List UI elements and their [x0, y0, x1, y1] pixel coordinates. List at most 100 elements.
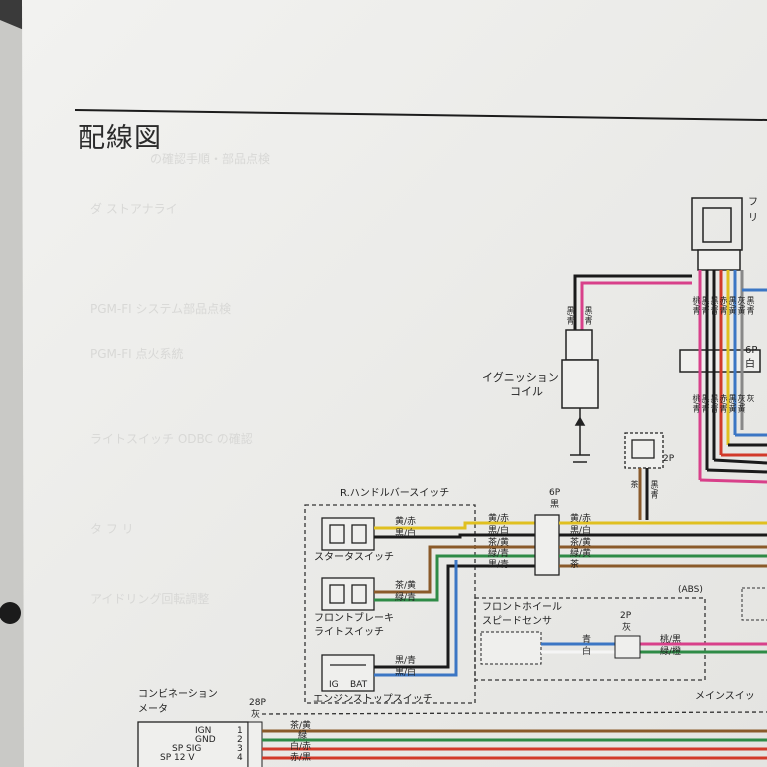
connector-6p-label: 6P [745, 345, 758, 356]
lower-conn-label-3: 黒/青 [710, 394, 719, 413]
conn-right-label-5: 茶 [570, 560, 580, 570]
lower-conn-label-7: 灰 [746, 394, 755, 402]
connector-right-wires [559, 521, 767, 568]
meter-pin-num-1: 1 [237, 726, 243, 736]
meter-wire-4: 赤/黒 [290, 753, 312, 763]
conn-left-label-3: 茶/黄 [488, 538, 510, 548]
handlebar-6p-connector [534, 514, 560, 576]
conn-left-label-4: 緑/青 [488, 549, 510, 559]
meter-pin-num-3: 3 [237, 744, 243, 754]
meter-box [137, 721, 249, 767]
conn-right-label-4: 緑/黄 [570, 549, 592, 559]
connector-2p-wires [638, 468, 649, 520]
r-handlebar-title: R.ハンドルバースイッチ [340, 488, 450, 499]
brake-wire-1: 茶/黄 [395, 581, 417, 591]
right-wire-bundle [698, 270, 767, 484]
top-right-label-1: フ [748, 197, 758, 208]
sensor-wires [541, 642, 767, 654]
sensor-2p-label: 2P [620, 611, 632, 621]
lower-conn-label-4: 赤/青 [719, 394, 728, 413]
sensor-2p-connector [614, 635, 641, 659]
conn-left-label-1: 黄/赤 [488, 514, 510, 524]
underlying-page [0, 20, 24, 767]
right-partial-box [741, 587, 767, 621]
starter-wire-2: 黒/白 [395, 529, 417, 539]
top-right-label-2: リ [748, 213, 758, 224]
sensor-title-1: フロントホイール [482, 602, 562, 613]
meter-wire-2: 緑 [298, 731, 308, 741]
sensor-wire-1: 青 [582, 635, 592, 645]
conn-left-label-2: 黒/白 [488, 526, 510, 536]
top-conn-label-3: 黒/青 [710, 296, 719, 315]
front-brake-label-1: フロントブレーキ [314, 613, 394, 624]
binder-hole [0, 602, 21, 624]
speed-sensor-symbol [480, 631, 542, 665]
engine-stop-term-bat: BAT [350, 680, 368, 690]
meter-pin-4: SP 12 V [160, 753, 195, 763]
main-switch-label: メインスイッ [695, 691, 755, 702]
meter-title-1: コンビネーション [138, 689, 218, 700]
wire-2p-label-1: 茶 [630, 480, 639, 488]
engine-stop-symbol [321, 654, 375, 692]
sensor-out-wire-2: 緑/橙 [660, 647, 682, 657]
engine-stop-term-ig: IG [329, 680, 339, 690]
abs-box [474, 597, 706, 681]
ignition-coil-label-2: コイル [510, 385, 543, 398]
top-conn-label-7: 黒/青 [746, 296, 755, 315]
header-rule [74, 109, 767, 121]
lower-conn-label-6: 灰/黄 [737, 394, 746, 413]
ignition-coil-symbol [561, 329, 599, 463]
connector-2p-label: 2P [663, 454, 675, 464]
sensor-title-2: スピードセンサ [482, 616, 552, 627]
top-conn-label-4: 赤/青 [719, 296, 728, 315]
top-conn-label-6: 灰/黄 [737, 296, 746, 315]
engine-stop-wire-1: 黒/青 [395, 656, 417, 666]
meter-wire-1: 茶/黄 [290, 721, 312, 731]
abs-tag: (ABS) [678, 585, 703, 595]
starter-switch-label: スタータスイッチ [314, 552, 394, 563]
page-title: 配線図 [78, 123, 162, 154]
lower-conn-label-1: 桃/青 [692, 394, 701, 413]
meter-pin-2: GND [195, 735, 216, 745]
top-conn-label-5: 黒/黄 [728, 296, 737, 315]
engine-stop-wire-2: 黒/白 [395, 668, 417, 678]
meter-pin-num-2: 2 [237, 735, 243, 745]
sensor-wire-2: 白 [582, 647, 592, 657]
meter-title-2: メータ [138, 704, 168, 715]
conn-right-label-1: 黄/赤 [570, 514, 592, 524]
brake-wire-2: 緑/青 [395, 593, 417, 603]
conn-right-label-2: 黒/白 [570, 526, 592, 536]
meter-28p-color: 灰 [251, 710, 261, 720]
lower-conn-label-2: 黒/青 [701, 394, 710, 413]
meter-wires [262, 729, 767, 760]
starter-wire-1: 黄/赤 [395, 517, 417, 527]
lower-conn-label-5: 黒/黄 [728, 394, 737, 413]
ignition-wires [573, 274, 692, 330]
engine-stop-label: エンジンストップスイッチ [313, 694, 433, 705]
connector-2p-box [624, 432, 664, 469]
meter-28p-label: 28P [249, 698, 266, 708]
connector-6p-color: 白 [745, 359, 755, 370]
meter-pin-3: SP SIG [172, 744, 202, 754]
meter-pin-num-4: 4 [237, 753, 243, 763]
handlebar-6p-color: 黒 [550, 500, 560, 510]
paper-sheet [22, 0, 767, 767]
meter-pin-1: IGN [195, 726, 212, 736]
conn-right-label-3: 茶/黄 [570, 538, 592, 548]
ignition-wire-label-1: 黒/青 [566, 306, 575, 325]
top-conn-label-2: 黒/青 [701, 296, 710, 315]
ignition-coil-label-1: イグニッション [482, 371, 559, 384]
brake-switch-symbol [321, 577, 375, 611]
handlebar-6p-label: 6P [549, 488, 561, 498]
front-brake-label-2: ライトスイッチ [314, 627, 384, 638]
meter-28p-connector [247, 721, 263, 767]
starter-switch-symbol [321, 517, 375, 551]
main-switch-boundary [261, 711, 767, 715]
sensor-2p-color: 灰 [622, 623, 632, 633]
ignition-wire-label-2: 黒/青 [584, 306, 593, 325]
meter-wire-3: 白/赤 [290, 742, 312, 752]
wire-2p-label-2: 黒/青 [650, 480, 659, 499]
